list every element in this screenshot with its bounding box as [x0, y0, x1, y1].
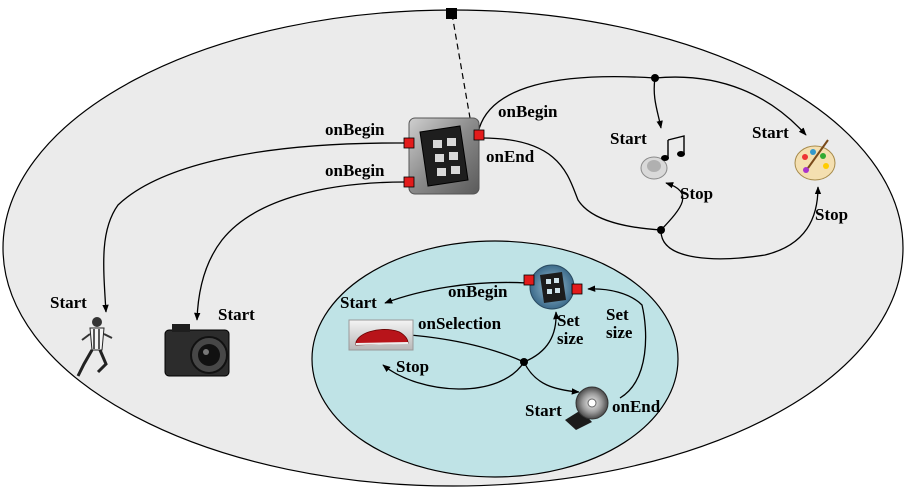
edge-onend-to-junction	[481, 137, 662, 231]
edge-junction-to-shoe-stop	[382, 361, 525, 390]
port-inner-onbegin[interactable]	[523, 274, 535, 286]
top-anchor-square	[446, 8, 457, 19]
football-player-image[interactable]	[76, 317, 113, 377]
video-main-onbegin-right-label: onBegin	[498, 102, 558, 121]
video-main-onbegin-left-top-label: onBegin	[325, 120, 385, 139]
edge-junction-to-audio-stop	[660, 182, 684, 231]
film-strip-icon[interactable]	[408, 117, 480, 195]
set-size-right-line1: Set	[606, 305, 629, 324]
set-size-right-label: Set size	[606, 305, 633, 342]
inner-video-onbegin-label: onBegin	[448, 282, 508, 301]
port-inner-right[interactable]	[571, 283, 583, 295]
palette-stop-label: Stop	[815, 205, 848, 224]
port-onbegin-left-bottom[interactable]	[403, 176, 415, 188]
edge-dvd-onend-to-inner-video	[587, 285, 647, 399]
shoe-onselection-label: onSelection	[418, 314, 502, 333]
dvd-onend-label: onEnd	[612, 397, 661, 416]
player-start-label: Start	[50, 293, 87, 312]
film-strip-icon[interactable]	[529, 264, 575, 310]
paint-palette-icon[interactable]	[794, 139, 836, 181]
audio-start-label: Start	[610, 129, 647, 148]
video-main-onbegin-left-bottom-label: onBegin	[325, 161, 385, 180]
red-shoe-image[interactable]	[348, 319, 414, 351]
port-onbegin-left-top[interactable]	[403, 137, 415, 149]
edge-junction-to-palette	[654, 76, 807, 136]
edge-onbegin-to-junction	[477, 76, 656, 134]
inner-scope-ellipse	[311, 240, 679, 478]
inner-start-label: Start	[340, 293, 377, 312]
shoe-stop-label: Stop	[396, 357, 429, 376]
edge-onbegin-to-camera	[194, 181, 406, 321]
video-main-onend-label: onEnd	[486, 147, 535, 166]
dvd-disc-icon[interactable]	[565, 386, 609, 430]
audio-stop-label: Stop	[680, 184, 713, 203]
edge-onbegin-to-player	[102, 142, 406, 313]
set-size-left-label: Set size	[557, 311, 584, 348]
edge-junction-to-audio	[653, 77, 663, 129]
set-size-left-line2: size	[557, 329, 584, 348]
edge-junction-to-palette-stop	[660, 186, 822, 260]
dashed-link	[451, 13, 471, 119]
set-size-right-line2: size	[606, 323, 633, 342]
edge-inner-onbegin-to-start	[384, 281, 528, 304]
edge-junction-to-dvd	[523, 361, 580, 395]
edge-junction-to-inner-video	[523, 311, 560, 363]
speaker-music-note-icon[interactable]	[640, 135, 685, 180]
port-onbegin-onend-right[interactable]	[473, 129, 485, 141]
palette-start-label: Start	[752, 123, 789, 142]
camera-image[interactable]	[164, 324, 230, 377]
camera-start-label: Start	[218, 305, 255, 324]
set-size-left-line1: Set	[557, 311, 580, 330]
dvd-start-label: Start	[525, 401, 562, 420]
